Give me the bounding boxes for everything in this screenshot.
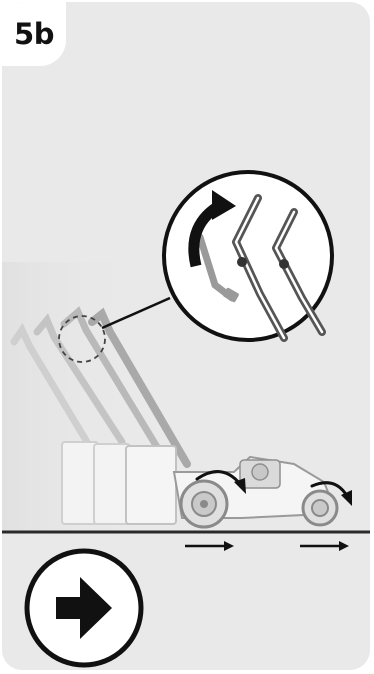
instruction-panel: 5b (2, 2, 370, 670)
front-wheel (303, 491, 337, 525)
arrow-right-icon (185, 541, 234, 551)
handle-fold-detail-icon (164, 172, 332, 340)
ghost-grass-bags (62, 442, 130, 524)
illustration (2, 2, 370, 670)
mower-engine (240, 460, 280, 488)
arrow-right-circle-icon (27, 551, 141, 665)
grass-bag (126, 446, 176, 524)
rear-wheel (181, 481, 227, 527)
arrow-right-icon (300, 541, 349, 551)
